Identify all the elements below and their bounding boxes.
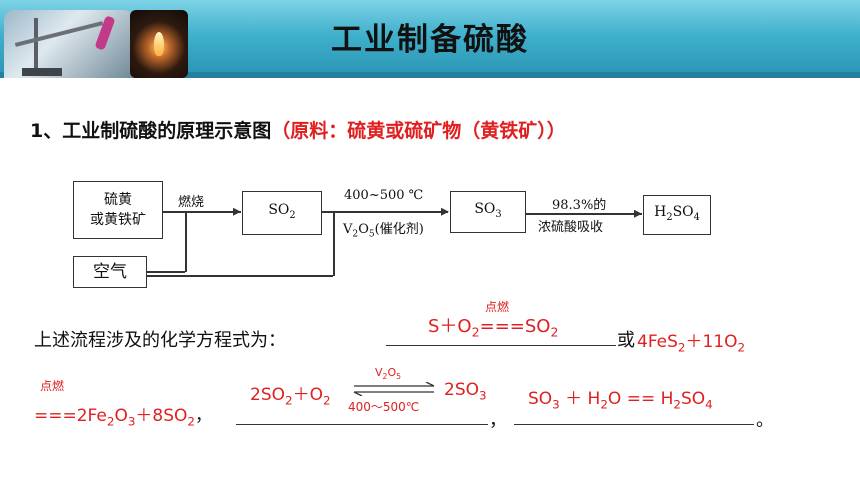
eq3-catalyst: V2O5: [375, 366, 402, 382]
eq4-d: SO: [680, 389, 706, 409]
eq4-b: ＋ H: [559, 389, 601, 409]
catalyst-o: O: [387, 366, 397, 379]
blank-1: [386, 345, 616, 346]
blank-3: [514, 424, 754, 425]
eq3-temp: 400～500℃: [348, 400, 420, 414]
eq3-a: 2SO: [250, 385, 285, 405]
raw-line2: 或黄铁矿: [90, 212, 146, 228]
eq2-b: ＋11O: [685, 332, 738, 352]
condition-ignite-2: 点燃: [40, 379, 65, 393]
condition-ignite-1: 点燃: [485, 300, 510, 314]
blank-2: [236, 424, 488, 425]
eq2-c: ===2Fe: [34, 406, 107, 426]
so2-label: SO2: [268, 202, 296, 221]
equation-1: S＋O2===SO2: [428, 316, 559, 340]
label-catalyst: V2O5(催化剂): [343, 222, 424, 240]
air-line-vertical: [185, 211, 187, 272]
equation-intro: 上述流程涉及的化学方程式为：: [34, 330, 286, 351]
flame-image: [130, 10, 188, 78]
label-temp: 400~500 ℃: [344, 188, 424, 203]
lab-apparatus-image: [4, 10, 134, 78]
box-air: 空气: [73, 256, 147, 288]
period: 。: [756, 410, 774, 431]
eq4-c: O == H: [607, 389, 674, 409]
arrow-line-1: [163, 211, 241, 213]
label-conc-1: 98.3%的: [552, 198, 607, 213]
slide-title: 工业制备硫酸: [331, 22, 529, 58]
eq2-a: 4FeS: [637, 332, 678, 352]
eq3-b: ＋O: [292, 385, 323, 405]
arrow-line-3: [526, 213, 642, 215]
label-conc-2: 浓硫酸吸收: [538, 220, 604, 235]
arrow-line-2: [322, 211, 448, 213]
or-text: 或: [617, 330, 635, 351]
heading-suffix: （原料：硫黄或硫矿物（黄铁矿））: [271, 120, 566, 142]
equation-2-part2: ===2Fe2O3＋8SO2，: [34, 406, 212, 429]
heading-prefix: 1、工业制硫酸的原理示意图: [30, 120, 272, 142]
catalyst-label-tail: (催化剂): [374, 222, 424, 237]
eq2-d: O: [114, 406, 128, 426]
air-line-2-horizontal: [147, 275, 333, 277]
label-burn: 燃烧: [178, 195, 205, 210]
equation-2-part1: 4FeS2＋11O2: [637, 332, 746, 355]
box-so3: SO3: [450, 191, 526, 233]
eq1-mid: ===SO: [479, 316, 551, 337]
equation-3-rhs: 2SO3: [444, 380, 487, 403]
catalyst-v: V: [375, 366, 383, 379]
air-line-horizontal: [147, 271, 185, 273]
box-so2: SO2: [242, 191, 322, 235]
eq2-e: ＋8SO: [135, 406, 188, 426]
eq4-a: SO: [528, 389, 553, 409]
h2so4-label: H2SO4: [654, 204, 700, 223]
comma-2: ，: [489, 410, 507, 431]
air-line-2-vertical: [333, 211, 335, 276]
equation-3-lhs: 2SO2＋O2: [250, 385, 331, 408]
air-label: 空气: [93, 262, 127, 282]
box-h2so4: H2SO4: [643, 195, 711, 235]
eq3-c: 2SO: [444, 380, 479, 400]
section-heading: 1、工业制硫酸的原理示意图（原料：硫黄或硫矿物（黄铁矿））: [30, 116, 566, 143]
comma-1: ，: [194, 406, 212, 426]
eq1-lhs: S＋O: [428, 316, 472, 337]
raw-line1: 硫黄: [104, 192, 132, 208]
reversible-arrow: [353, 382, 435, 396]
box-raw-material: 硫黄 或黄铁矿: [73, 181, 163, 239]
equation-4: SO3 ＋ H2O == H2SO4: [528, 389, 713, 412]
so3-label: SO3: [474, 201, 502, 220]
